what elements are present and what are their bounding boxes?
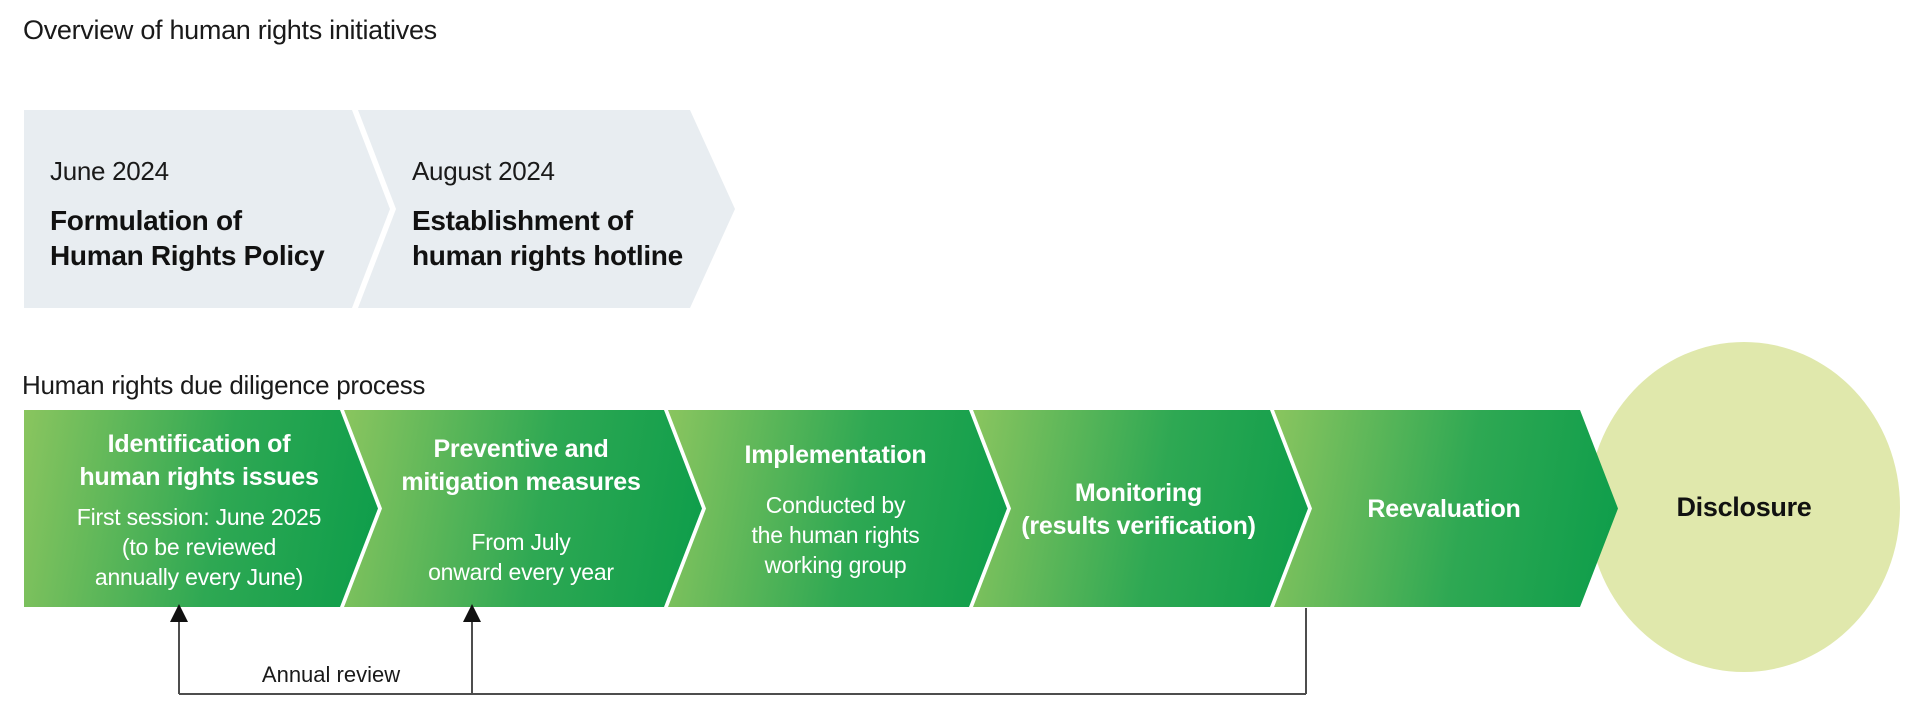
disclosure-label: Disclosure <box>1676 491 1812 522</box>
process-step-implementation: Implementation Conducted by the human ri… <box>668 410 1007 607</box>
timeline-step-hotline: August 2024 Establishment of human right… <box>358 110 735 308</box>
process-step-title-line: Preventive and <box>433 434 609 463</box>
timeline-step-policy: June 2024 Formulation of Human Rights Po… <box>24 110 390 308</box>
timeline-step-date: June 2024 <box>50 156 169 186</box>
timeline-step-title-line: Formulation of <box>50 205 242 236</box>
process-step-subtitle-line: Conducted by <box>765 492 906 518</box>
timeline-step-title-line: Establishment of <box>412 205 633 236</box>
process-step-title: Monitoring (results verification) <box>1021 477 1256 543</box>
process-step-title: Preventive and mitigation measures <box>401 433 640 499</box>
process-step-subtitle-line: From July <box>471 528 571 555</box>
process-step-title-line: Implementation <box>744 441 927 469</box>
process-step-title: Reevaluation <box>1367 493 1520 526</box>
timeline-step-title-line: Human Rights Policy <box>50 240 325 271</box>
annual-review-label: Annual review <box>261 662 401 687</box>
process-step-title-line: Reevaluation <box>1367 495 1521 523</box>
process-step-subtitle-line: annually every June) <box>94 563 304 590</box>
process-step-title-line: mitigation measures <box>401 467 641 496</box>
process-step-reevaluation: Reevaluation <box>1274 410 1618 607</box>
timeline-step-date: August 2024 <box>412 156 555 186</box>
process-step-disclosure-circle: Disclosure <box>1588 342 1900 672</box>
process-step-preventive-measures: Preventive and mitigation measures From … <box>344 410 702 607</box>
timeline-step-title-line: human rights hotline <box>412 240 683 271</box>
process-step-subtitle-line: working group <box>764 552 907 578</box>
process-step-title-line: (results verification) <box>1021 511 1256 540</box>
process-step-subtitle-line: First session: June 2025 <box>76 503 322 530</box>
process-section-label: Human rights due diligence process <box>22 370 426 400</box>
process-step-monitoring: Monitoring (results verification) <box>973 410 1308 607</box>
timeline-step-title: Formulation of Human Rights Policy <box>50 203 390 273</box>
process-step-subtitle-line: the human rights <box>751 522 920 548</box>
process-step-identification: Identification of human rights issues Fi… <box>24 410 378 607</box>
process-step-subtitle-line: onward every year <box>428 558 614 585</box>
process-step-title: Implementation <box>745 439 927 472</box>
page-title: Overview of human rights initiatives <box>23 15 437 45</box>
process-step-subtitle: Conducted by the human rights working gr… <box>751 490 919 580</box>
process-step-title: Identification of human rights issues <box>79 428 318 494</box>
process-step-title-line: Monitoring <box>1074 478 1203 507</box>
process-step-title-line: human rights issues <box>79 462 319 491</box>
timeline-step-title: Establishment of human rights hotline <box>412 203 735 273</box>
process-step-subtitle: First session: June 2025 (to be reviewed… <box>77 502 322 592</box>
process-step-subtitle: From July onward every year <box>428 527 614 587</box>
process-step-subtitle-line: (to be reviewed <box>121 533 277 560</box>
process-step-title-line: Identification of <box>107 429 291 458</box>
